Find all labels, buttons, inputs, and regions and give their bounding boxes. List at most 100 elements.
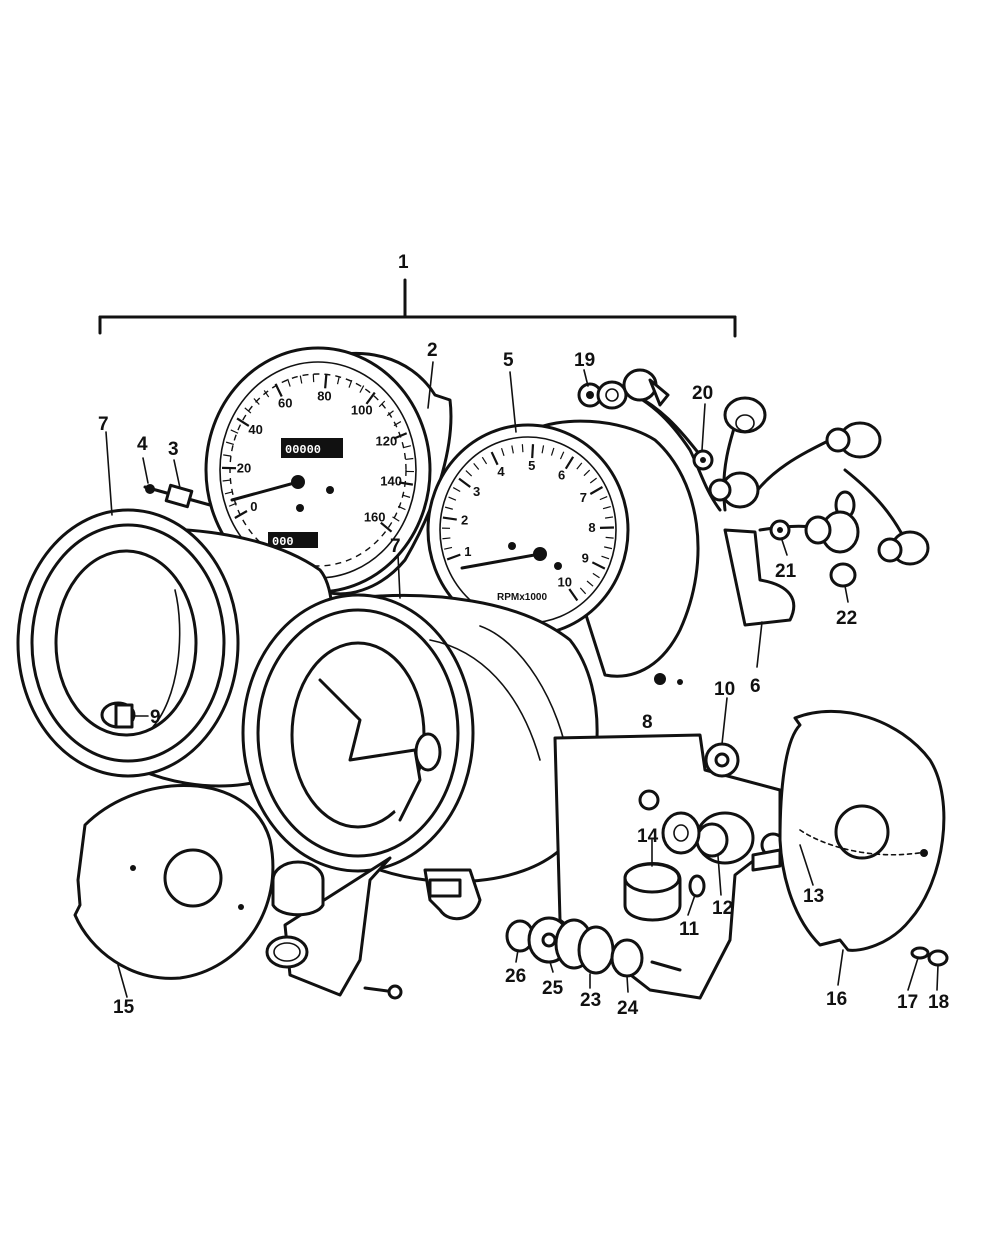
tachometer-scale-label: 9 xyxy=(582,551,589,566)
dial-tick xyxy=(541,445,545,454)
dial-tick xyxy=(263,390,270,398)
dial-tick xyxy=(405,457,414,461)
dial-tick xyxy=(604,546,613,550)
callout-8: 8 xyxy=(642,712,653,733)
callout-2: 2 xyxy=(427,340,438,361)
dial-tick xyxy=(398,481,414,486)
tachometer-scale-label: 6 xyxy=(558,468,565,483)
speedometer-scale-ticks xyxy=(221,374,414,533)
dial-tick xyxy=(448,496,457,501)
dial-tick xyxy=(583,469,591,477)
callout-12: 12 xyxy=(712,898,733,919)
dial-tick xyxy=(500,447,505,456)
callout-21: 21 xyxy=(775,561,797,582)
speedometer-needle xyxy=(230,480,300,502)
bulb-socket xyxy=(804,510,860,554)
bulb-22 xyxy=(829,562,857,588)
bulb-socket xyxy=(708,471,760,509)
dial-tick xyxy=(224,491,233,495)
callout-3: 3 xyxy=(168,439,179,460)
dial-tick xyxy=(592,572,600,579)
dial-tick xyxy=(444,506,453,510)
part-callouts: 1 2 3 4 5 6 7 7 8 9 10 11 12 13 14 15 16… xyxy=(98,252,949,1019)
dial-tick xyxy=(393,421,402,427)
callout-6: 6 xyxy=(750,676,761,697)
dial-tick xyxy=(228,502,237,507)
callout-15: 15 xyxy=(113,997,135,1018)
dial-tick xyxy=(446,553,461,561)
callout-16: 16 xyxy=(826,989,847,1010)
left-meter-case xyxy=(16,508,335,788)
dial-tick xyxy=(236,417,250,427)
callout-23: 23 xyxy=(580,990,601,1011)
dial-tick xyxy=(458,477,471,488)
speedometer-scale-label: 120 xyxy=(376,434,398,449)
dial-tick xyxy=(591,561,606,570)
dial-tick xyxy=(274,383,283,397)
tripmeter-window xyxy=(268,532,318,548)
dial-tick xyxy=(605,516,614,519)
dial-tick xyxy=(253,398,260,405)
callout-7-left: 7 xyxy=(98,414,109,435)
dial-tick xyxy=(531,444,535,459)
dial-tick xyxy=(222,479,231,482)
bulb-socket xyxy=(596,380,628,410)
speedometer-scale-label: 160 xyxy=(364,510,386,525)
dial-tick xyxy=(223,454,232,457)
tachometer-scale-label: 10 xyxy=(557,574,571,589)
dial-tick xyxy=(234,510,248,519)
dial-tick xyxy=(365,391,376,405)
right-cover-plate xyxy=(778,709,946,952)
speedometer-scale-label: 140 xyxy=(380,473,402,488)
dial-tick xyxy=(359,385,365,393)
dial-tick xyxy=(576,462,583,470)
speedometer-hub xyxy=(291,475,305,489)
assembly-bracket xyxy=(98,278,737,338)
dial-tick xyxy=(452,487,461,493)
dial-tick xyxy=(473,462,480,470)
callout-19: 19 xyxy=(574,350,595,371)
dial-tick xyxy=(392,516,400,522)
tripmeter-digits: 000 xyxy=(272,535,294,549)
dial-tick xyxy=(380,521,393,533)
dial-tick xyxy=(579,587,587,595)
lower-socket-bracket xyxy=(265,856,403,1000)
callout-11: 11 xyxy=(679,919,700,940)
speedometer-scale-label: 100 xyxy=(351,402,373,417)
dial-tick xyxy=(465,470,473,477)
dial-tick xyxy=(521,444,524,453)
dial-tick xyxy=(230,429,239,434)
tachometer-hub xyxy=(533,547,547,561)
harness-grommet xyxy=(723,528,796,627)
dial-tick xyxy=(481,456,488,465)
dial-tick xyxy=(568,588,579,602)
callout-24: 24 xyxy=(617,998,639,1019)
screw-and-washer xyxy=(910,946,949,967)
right-meter-case xyxy=(241,593,599,884)
bulb-sockets xyxy=(577,368,930,588)
callout-26: 26 xyxy=(505,966,526,987)
tachometer-scale-label: 7 xyxy=(580,490,587,505)
tachometer-scale-label: 5 xyxy=(528,458,535,473)
dial-tick xyxy=(442,516,457,521)
callout-25: 25 xyxy=(542,978,564,999)
callout-17: 17 xyxy=(897,992,918,1013)
tachometer-scale-label: 3 xyxy=(473,484,480,499)
odometer-window xyxy=(281,438,343,458)
speedometer-scale-label: 0 xyxy=(250,499,257,514)
dial-tick xyxy=(244,407,252,414)
dial-tick xyxy=(601,555,610,560)
dial-tick xyxy=(442,537,451,540)
dial-tick xyxy=(589,486,604,495)
speedometer-scale-label: 20 xyxy=(237,460,251,475)
dial-tick xyxy=(586,580,594,587)
dial-tick xyxy=(511,445,514,454)
dial-tick xyxy=(605,536,614,539)
dial-tick xyxy=(299,375,303,384)
dial-tick xyxy=(564,456,575,470)
dial-tick xyxy=(348,379,353,388)
dial-tick xyxy=(397,505,406,511)
